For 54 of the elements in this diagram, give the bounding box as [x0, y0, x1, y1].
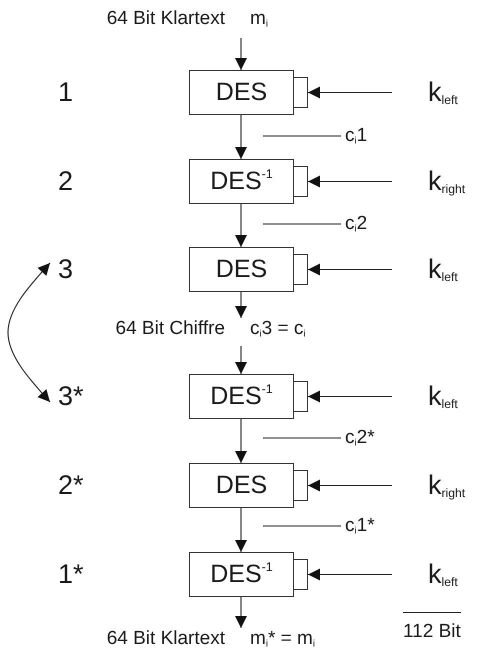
- bit-total-label: 112 Bit: [403, 612, 461, 643]
- flow-text: c$_{i}$3 = c$_{i}$: [250, 318, 306, 340]
- intermediate-label: c$_{i}$2: [345, 213, 368, 235]
- key-label: k$_{left}$: [428, 558, 458, 590]
- intermediate-label: c$_{i}$2*: [345, 427, 375, 449]
- cipher-block: [189, 552, 308, 597]
- arrow: [235, 115, 247, 159]
- cipher-block: [189, 463, 308, 508]
- cipher-block: [189, 159, 308, 204]
- cipher-name: DES: [214, 254, 268, 285]
- step-number: 3*: [58, 380, 84, 412]
- leader-line: [263, 525, 341, 527]
- cipher-name: DES$^{-1}$: [209, 166, 274, 197]
- step-number: 2*: [58, 470, 84, 500]
- step-number: 3: [58, 254, 74, 284]
- arrow: [308, 568, 392, 580]
- arrow: [308, 176, 392, 188]
- key-label: k$_{left}$: [428, 380, 458, 412]
- arrow: [7, 262, 50, 402]
- key-label: k$_{right}$: [428, 166, 466, 196]
- flow-text: m$_{i}$: [250, 8, 268, 30]
- arrow: [308, 480, 392, 492]
- key-label: k$_{left}$: [428, 76, 458, 108]
- flow-text: m$_{i}$* = m$_{i}$: [250, 628, 315, 650]
- cipher-name: DES$^{-1}$: [209, 558, 274, 590]
- arrow: [235, 204, 247, 247]
- key-label: k$_{left}$: [428, 254, 458, 284]
- arrow: [308, 86, 392, 98]
- cipher-block: [189, 70, 308, 115]
- step-number: 1*: [58, 558, 84, 590]
- step-number: 2: [58, 166, 74, 196]
- cipher-name: DES$^{-1}$: [209, 380, 274, 412]
- arrow: [235, 597, 247, 628]
- arrow: [235, 508, 247, 552]
- arrow: [308, 264, 392, 276]
- intermediate-label: c$_{i}$1*: [345, 515, 375, 537]
- flow-text: 64 Bit Chiffre: [114, 318, 225, 340]
- leader-line: [263, 135, 341, 137]
- leader-line: [263, 437, 341, 439]
- arrow: [235, 38, 247, 70]
- key-label: k$_{right}$: [428, 470, 466, 500]
- cipher-block: [189, 374, 308, 419]
- cipher-block: [189, 247, 308, 292]
- cipher-name: DES: [214, 77, 268, 108]
- intermediate-label: c$_{i}$1: [345, 125, 368, 147]
- flow-text: 64 Bit Klartext: [106, 628, 225, 650]
- arrow: [308, 390, 392, 402]
- step-number: 1: [58, 76, 74, 108]
- leader-line: [263, 223, 341, 225]
- cipher-name: DES: [214, 470, 268, 501]
- arrow: [235, 292, 247, 318]
- arrow: [235, 346, 247, 374]
- arrow: [235, 419, 247, 463]
- flow-text: 64 Bit Klartext: [106, 8, 225, 30]
